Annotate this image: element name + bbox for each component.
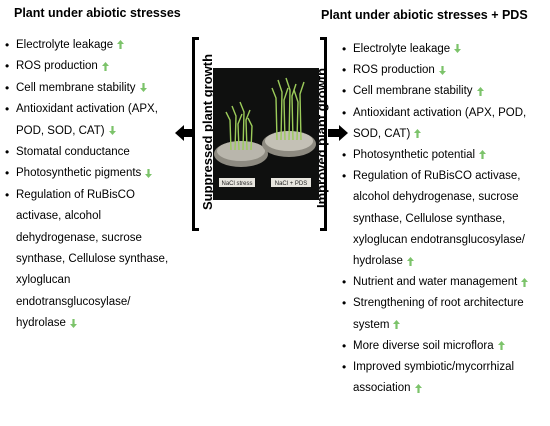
green-up-arrow-icon <box>117 40 125 50</box>
right-dish-label: NaCl + PDS <box>275 181 308 187</box>
effect-item: Cell membrane stability <box>5 78 183 100</box>
effect-item: Regulation of RuBisCO activase, alcohol … <box>5 185 183 335</box>
right-heading: Plant under abiotic stresses + PDS <box>321 8 528 22</box>
seedling-photo: NaCl stress NaCl + PDS <box>213 68 319 200</box>
green-up-arrow-icon <box>406 256 414 266</box>
green-down-arrow-icon <box>139 83 147 93</box>
effect-item: Electrolyte leakage <box>5 35 183 57</box>
green-up-arrow-icon <box>476 86 484 96</box>
effect-item: Strengthening of root architecture syste… <box>342 293 550 335</box>
green-down-arrow-icon <box>145 168 153 178</box>
effect-item: ROS production <box>5 56 183 78</box>
effect-item: Stomatal conductance <box>5 142 183 164</box>
effect-item: Photosynthetic potential <box>342 145 550 166</box>
effect-item: Improved symbiotic/mycorrhizal associati… <box>342 357 550 399</box>
effect-item-text: Electrolyte leakage <box>16 39 114 51</box>
effect-item: More diverse soil microflora <box>342 336 550 357</box>
green-up-arrow-icon <box>393 320 401 330</box>
green-up-arrow-icon <box>497 341 505 351</box>
green-down-arrow-icon <box>454 44 462 54</box>
left-dish-label: NaCl stress <box>221 181 252 187</box>
effect-item: Regulation of RuBisCO activase, alcohol … <box>342 166 550 272</box>
effect-item: Antioxidant activation (APX, POD, SOD, C… <box>342 103 550 145</box>
effect-item-text: ROS production <box>353 64 435 77</box>
left-seedlings <box>225 101 253 151</box>
left-heading: Plant under abiotic stresses <box>14 6 181 20</box>
effect-item-text: Regulation of RuBisCO activase, alcohol … <box>353 170 525 268</box>
green-up-arrow-icon <box>414 129 422 139</box>
green-down-arrow-icon <box>438 65 446 75</box>
effect-item-text: Regulation of RuBisCO activase, alcohol … <box>16 188 169 330</box>
effect-item-text: Improved symbiotic/mycorrhizal associati… <box>353 361 515 395</box>
green-up-arrow-icon <box>521 277 529 287</box>
left-effects-list: Electrolyte leakageROS productionCell me… <box>5 35 183 335</box>
green-up-arrow-icon <box>479 150 487 160</box>
effect-item: Photosynthetic pigments <box>5 163 183 185</box>
effect-item: Antioxidant activation (APX, POD, SOD, C… <box>5 99 183 142</box>
green-up-arrow-icon <box>414 383 422 393</box>
effect-item: Electrolyte leakage <box>342 39 550 60</box>
effect-item-text: Cell membrane stability <box>353 85 473 98</box>
effect-item-text: Photosynthetic potential <box>353 149 476 162</box>
green-down-arrow-icon <box>108 126 116 136</box>
effect-item-text: ROS production <box>16 60 98 73</box>
effect-item-text: Antioxidant activation (APX, POD, SOD, C… <box>353 106 527 140</box>
effect-item-text: Stomatal conductance <box>16 146 130 159</box>
green-up-arrow-icon <box>101 61 109 71</box>
effect-item: Cell membrane stability <box>342 81 550 103</box>
effect-item-text: Cell membrane stability <box>16 81 136 94</box>
green-down-arrow-icon <box>69 318 77 328</box>
right-seedlings <box>271 77 305 141</box>
right-bracket <box>320 37 327 231</box>
effect-item: ROS production <box>342 60 550 82</box>
right-pointer-arrow-icon <box>328 125 348 141</box>
right-effects-list: Electrolyte leakageROS productionCell me… <box>342 39 550 399</box>
effect-item-text: More diverse soil microflora <box>353 339 494 352</box>
effect-item-text: Photosynthetic pigments <box>16 167 142 180</box>
effect-item-text: Electrolyte leakage <box>353 43 451 55</box>
effect-item: Nutrient and water management <box>342 272 550 294</box>
left-pointer-arrow-icon <box>175 125 195 141</box>
effect-item-text: Strengthening of root architecture syste… <box>353 297 524 331</box>
effect-item-text: Nutrient and water management <box>353 276 518 289</box>
effect-item-text: Antioxidant activation (APX, POD, SOD, C… <box>16 103 158 137</box>
